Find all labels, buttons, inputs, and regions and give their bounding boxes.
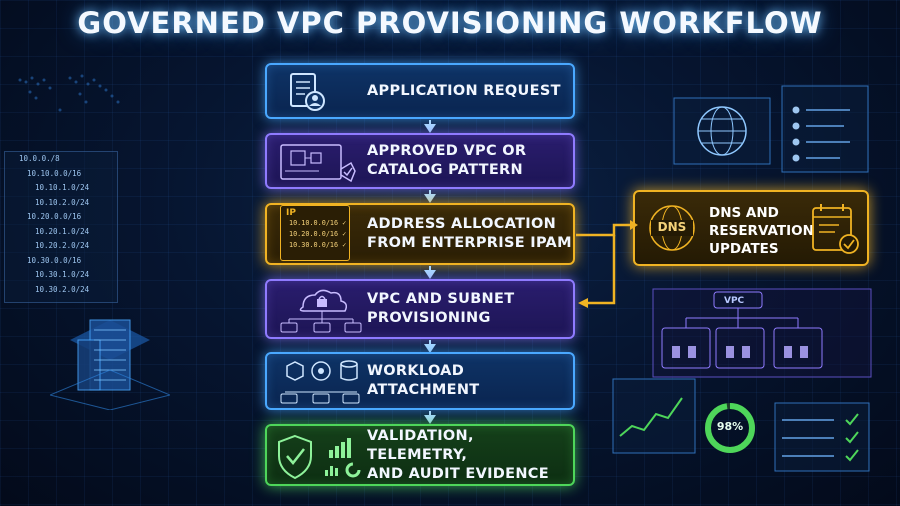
dns-globe-icon <box>649 205 695 251</box>
step-workload-attachment: WORKLOAD ATTACHMENT <box>265 352 575 410</box>
ip-list-icon: IP 10.10.0.0/16 ✓ 10.20.0.0/16 ✓ 10.30.0… <box>280 205 350 261</box>
arrow-down-icon <box>424 415 436 424</box>
step-approved-vpc: APPROVED VPC OR CATALOG PATTERN <box>265 133 575 189</box>
step-application-request: APPLICATION REQUEST <box>265 63 575 119</box>
ipam-row: 10.30.1.0/24 <box>35 270 90 279</box>
ipam-tree-decoration: 10.0.0./8 10.10.0.0/16 10.10.1.0/24 10.1… <box>4 151 118 303</box>
arrow-down-icon <box>424 194 436 203</box>
ipam-row: 10.20.1.0/24 <box>35 226 90 236</box>
arrow-down-icon <box>424 124 436 133</box>
gauge-decoration <box>705 403 755 453</box>
ipam-row: 10.30.0.0/16 <box>27 255 82 265</box>
workload-icons <box>280 360 360 404</box>
connector-5 <box>429 411 431 416</box>
step-label: VALIDATION, TELEMETRY, AND AUDIT EVIDENC… <box>367 427 549 482</box>
ip-card-line: 10.10.0.0/16 ✓ <box>289 219 347 227</box>
ipam-row: 10.10.0.0/16 <box>27 168 82 178</box>
ip-card-line: 10.20.0.0/16 ✓ <box>289 230 347 238</box>
dns-reservation-panel: DNS DNS AND RESERVATION UPDATES <box>633 190 869 266</box>
vpc-tag: VPC <box>724 296 745 306</box>
ip-card-header: IP <box>286 208 296 218</box>
ipam-row: 10.30.2.0/24 <box>35 284 90 294</box>
connector-1 <box>429 120 431 125</box>
ipam-row: 10.20.0.0/16 <box>27 212 82 221</box>
document-user-icon <box>290 73 325 111</box>
connector-3 <box>429 266 431 271</box>
step-label: APPROVED VPC OR CATALOG PATTERN <box>367 143 527 178</box>
arrow-down-icon <box>424 344 436 353</box>
gauge-percent: 98% <box>716 420 744 433</box>
checklist-decoration <box>774 402 870 472</box>
ipam-row: 10.10.2.0/24 <box>35 197 90 207</box>
side-panel-label: DNS AND RESERVATION UPDATES <box>709 205 814 257</box>
step-label: VPC AND SUBNET PROVISIONING <box>367 291 515 326</box>
step-label: WORKLOAD ATTACHMENT <box>367 363 480 398</box>
step-label: APPLICATION REQUEST <box>367 82 561 99</box>
page-title: GOVERNED VPC PROVISIONING WORKFLOW <box>77 6 823 40</box>
globe-panel-decoration <box>673 97 771 165</box>
step-vpc-subnet: VPC AND SUBNET PROVISIONING <box>265 279 575 339</box>
ip-card-line: 10.30.0.0/16 ✓ <box>289 241 347 249</box>
cloud-network-icon <box>280 289 362 333</box>
ipam-row: 10.10.1.0/24 <box>35 183 90 192</box>
vpc-tree-decoration <box>652 288 872 378</box>
line-chart-decoration <box>612 378 696 454</box>
ipam-row: 10.20.2.0/24 <box>35 241 90 250</box>
step-validation: VALIDATION, TELEMETRY, AND AUDIT EVIDENC… <box>265 424 575 486</box>
calendar-check-icon <box>812 204 859 254</box>
server-tower-decoration <box>50 319 170 410</box>
arrow-down-icon <box>424 270 436 279</box>
gold-connectors <box>576 220 638 308</box>
ipam-row: 10.0.0./8 <box>19 154 60 163</box>
blueprint-icon <box>280 144 356 183</box>
connector-2 <box>429 190 431 195</box>
shield-check-icon <box>278 434 361 480</box>
world-map-decoration <box>18 74 120 112</box>
settings-list-decoration <box>781 85 869 173</box>
connector-4 <box>429 340 431 345</box>
step-label: ADDRESS ALLOCATION FROM ENTERPRISE IPAM <box>367 216 572 251</box>
dns-badge: DNS <box>657 220 687 234</box>
